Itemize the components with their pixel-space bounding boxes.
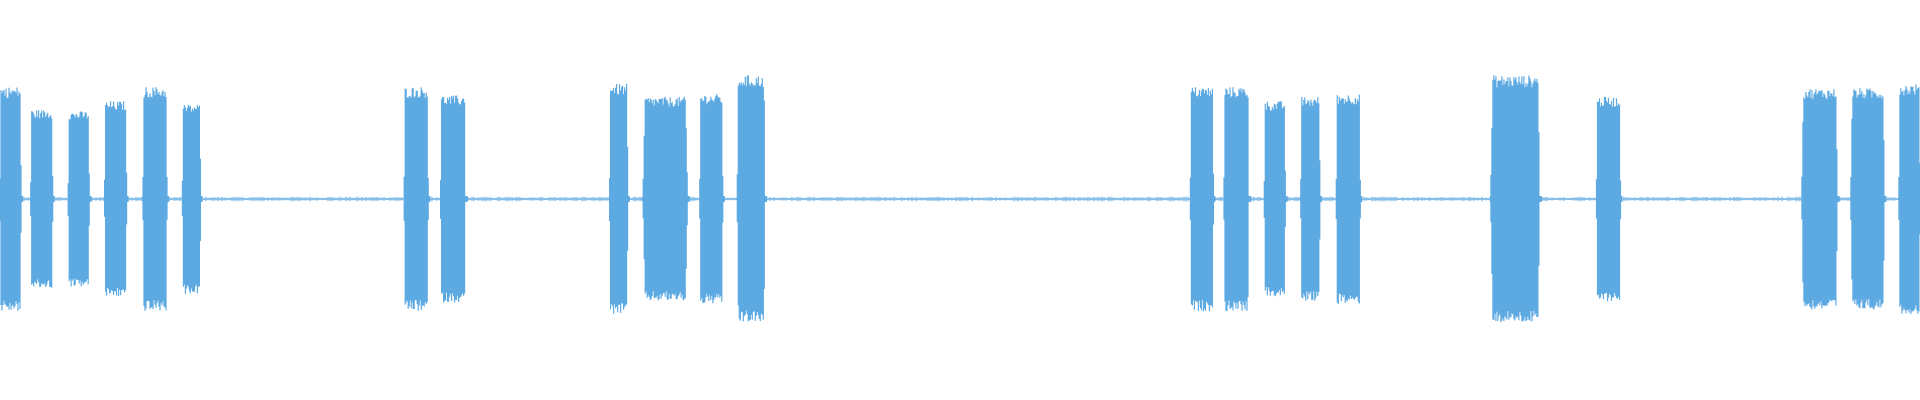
waveform-burst [181, 104, 201, 294]
waveform-burst [0, 87, 22, 311]
waveform-burst-tail [1538, 196, 1542, 202]
waveform-burst-tail [626, 196, 630, 202]
waveform-burst [1850, 88, 1885, 310]
waveform-burst-tail [1212, 196, 1216, 202]
waveform-burst [609, 83, 629, 314]
waveform-burst-tail [1284, 196, 1288, 202]
waveform-burst [1189, 87, 1214, 312]
waveform-burst-tail [1248, 196, 1251, 202]
waveform-burst [736, 75, 765, 322]
waveform-burst [440, 95, 466, 303]
waveform-burst-tail [721, 196, 725, 202]
waveform-burst [1801, 89, 1838, 310]
waveform-burst [699, 94, 724, 304]
waveform-burst-tail [764, 196, 768, 202]
waveform-burst-tail [199, 196, 203, 202]
waveform-burst [1898, 84, 1920, 315]
waveform-burst-tail [427, 196, 431, 202]
waveform-burst [403, 87, 429, 311]
waveform-burst [1263, 101, 1286, 297]
waveform-burst-tail [51, 196, 55, 202]
waveform-burst [1223, 87, 1249, 311]
waveform-burst [1335, 94, 1361, 304]
waveform-bursts [0, 75, 1920, 323]
waveform-burst [67, 111, 90, 287]
waveform-burst [1300, 97, 1321, 301]
waveform-burst [30, 110, 54, 288]
waveform-burst [142, 87, 168, 311]
waveform-burst-tail [1883, 196, 1887, 202]
waveform-burst-tail [166, 196, 169, 202]
waveform-burst-tail [1619, 196, 1623, 202]
waveform-burst [104, 101, 128, 296]
waveform-burst-tail [125, 196, 129, 202]
waveform-burst [1490, 75, 1540, 323]
waveform-burst-tail [1319, 196, 1322, 202]
waveform-burst-tail [1359, 196, 1363, 202]
waveform-burst-tail [20, 196, 24, 202]
waveform-burst-tail [686, 196, 690, 202]
waveform-burst [1595, 96, 1622, 302]
waveform-burst [642, 96, 688, 301]
waveform-burst-tail [1836, 196, 1840, 202]
waveform-burst-tail [464, 196, 468, 202]
waveform-burst-tail [88, 196, 92, 202]
